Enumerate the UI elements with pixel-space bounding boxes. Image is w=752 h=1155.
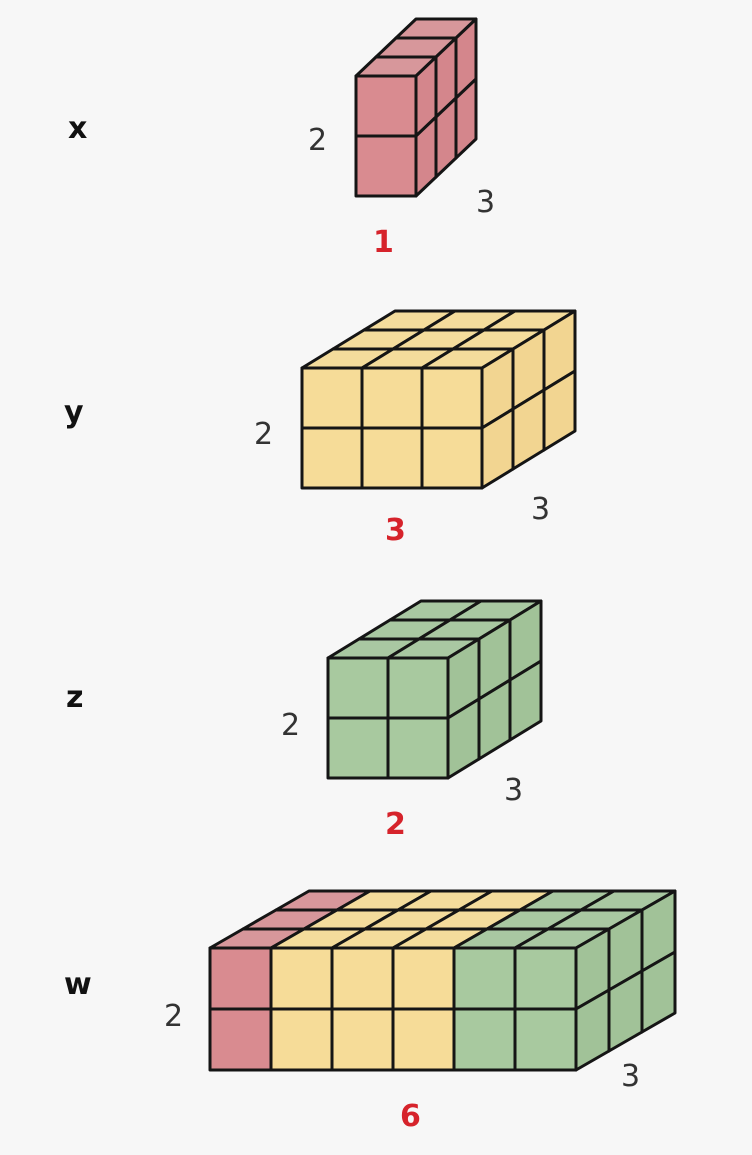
front-cell-y — [420, 426, 484, 490]
height-label-y: 2 — [254, 417, 273, 452]
tensor-name-z: z — [66, 680, 83, 715]
height-label-w: 2 — [164, 999, 183, 1034]
front-cell-w — [452, 1007, 517, 1072]
width-label-z: 2 — [385, 807, 406, 842]
height-label-x: 2 — [308, 123, 327, 158]
front-cell-w — [330, 946, 395, 1011]
depth-label-w: 3 — [621, 1059, 640, 1094]
tensor-name-x: x — [68, 111, 87, 146]
height-label-z: 2 — [281, 708, 300, 743]
front-cell-w — [513, 946, 578, 1011]
front-cell-y — [360, 426, 424, 490]
front-cell-w — [452, 946, 517, 1011]
front-cell-w — [513, 1007, 578, 1072]
front-cell-w — [330, 1007, 395, 1072]
front-cell-w — [269, 1007, 334, 1072]
width-label-x: 1 — [373, 225, 394, 260]
width-label-w: 6 — [400, 1099, 421, 1134]
tensor-name-w: w — [64, 967, 92, 1002]
front-cell-w — [391, 1007, 456, 1072]
depth-label-y: 3 — [531, 492, 550, 527]
front-cell-y — [420, 366, 484, 430]
front-cell-y — [360, 366, 424, 430]
front-cell-y — [300, 366, 364, 430]
front-cell-x — [354, 134, 418, 198]
depth-label-x: 3 — [476, 185, 495, 220]
front-cell-z — [386, 716, 450, 780]
front-cell-z — [326, 716, 390, 780]
front-cell-x — [354, 74, 418, 138]
front-cell-w — [391, 946, 456, 1011]
front-cell-w — [208, 1007, 273, 1072]
tensor-name-y: y — [64, 395, 84, 430]
width-label-y: 3 — [385, 513, 406, 548]
front-cell-y — [300, 426, 364, 490]
front-cell-w — [269, 946, 334, 1011]
front-cell-w — [208, 946, 273, 1011]
front-cell-z — [386, 656, 450, 720]
cubes-layer — [208, 17, 677, 1072]
depth-label-z: 3 — [504, 773, 523, 808]
front-cell-z — [326, 656, 390, 720]
